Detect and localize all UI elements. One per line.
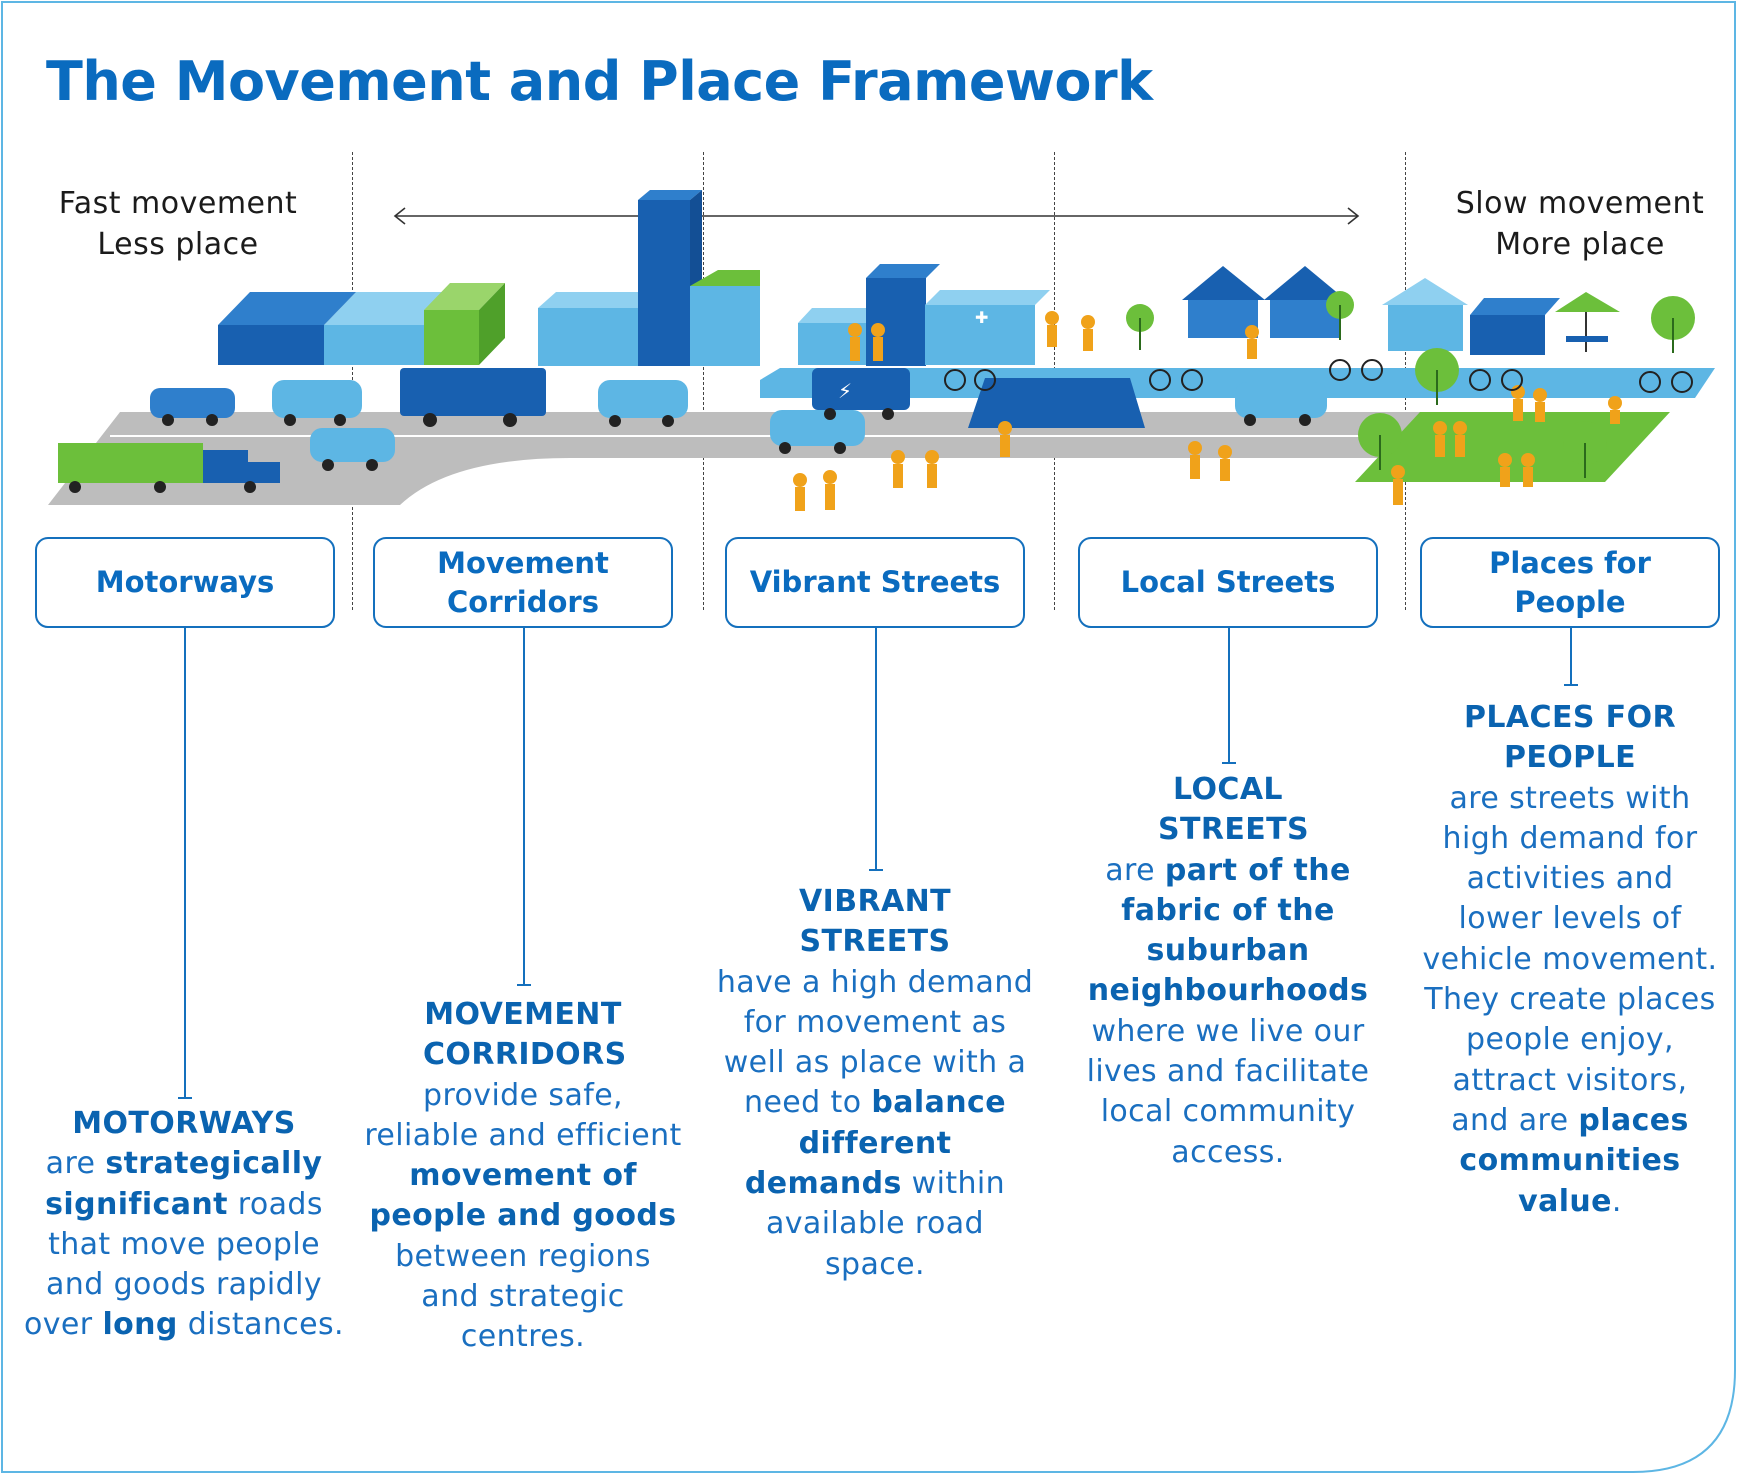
connector-vibrant-streets [875,628,877,870]
description-body: are strategically significant roads that… [24,1146,344,1342]
description-emphasis: movement of people and goods [369,1158,677,1234]
page-title: The Movement and Place Framework [46,50,1153,113]
connector-tick [869,869,883,871]
connector-tick [1222,762,1236,764]
description-emphasis: places communities value [1459,1102,1689,1219]
description-text: between regions and strategic centres. [395,1238,651,1355]
category-box-vibrant-streets: Vibrant Streets [725,537,1025,628]
description-text: are streets with high demand for activit… [1422,780,1718,1138]
category-box-local-streets: Local Streets [1078,537,1378,628]
description-vibrant-streets: VIBRANT STREETS have a high demand for m… [715,882,1035,1285]
fast-movement-label: Fast movement Less place [28,183,328,265]
description-text: provide safe, reliable and efficient [364,1077,682,1153]
category-label-line1: Movement [437,545,609,580]
svg-text:✚: ✚ [975,308,988,327]
description-emphasis: part of the fabric of the suburban neigh… [1087,852,1369,1009]
vibrant-buildings: ✚ [798,264,1050,366]
category-label-line2: Corridors [447,584,599,619]
description-text: within available road space. [765,1166,1006,1282]
description-heading: PLACES FOR PEOPLE [1464,700,1676,776]
description-text: are [1105,852,1165,888]
description-places-for-people: PLACES FOR PEOPLE are streets with high … [1420,698,1720,1222]
connector-tick [517,984,531,986]
people [793,311,1622,511]
fast-movement-line1: Fast movement [58,186,298,221]
svg-text:⚡: ⚡ [838,379,852,403]
description-emphasis: strategically significant [45,1146,323,1222]
street-scene-illustration: ✚ [48,190,1715,511]
category-box-movement-corridors: Movement Corridors [373,537,673,628]
category-box-motorways: Motorways [35,537,335,628]
category-label-line1: Local Streets [1120,565,1336,599]
connector-motorways [184,628,186,1098]
description-text: have a high demand for movement as well … [716,964,1034,1121]
description-movement-corridors: MOVEMENT CORRIDORS provide safe, reliabl… [363,995,683,1358]
description-emphasis: balance different demands [744,1085,1006,1202]
description-text: where we live our lives and facilitate l… [1086,1013,1370,1170]
description-heading: MOTORWAYS [72,1106,296,1141]
description-heading: MOVEMENT CORRIDORS [423,997,627,1073]
connector-movement-corridors [523,628,525,985]
slow-movement-line1: Slow movement [1455,186,1705,221]
connector-local-streets [1228,628,1230,763]
bicycles [944,359,1693,393]
trees [1126,291,1695,478]
office-tower [538,190,760,366]
description-text: are [45,1146,106,1182]
description-text: . [1611,1183,1622,1219]
description-body: are part of the fabric of the suburban n… [1087,853,1370,1170]
description-text: distances. [177,1307,344,1343]
description-local-streets: LOCAL STREETS are part of the fabric of … [1068,770,1388,1173]
description-heading: VIBRANT STREETS [799,884,951,960]
description-body: provide safe, reliable and efficient mov… [364,1078,681,1355]
description-body: are streets with high demand for activit… [1423,781,1718,1219]
fast-movement-line2: Less place [97,227,259,262]
description-text: roads that move people and goods rapidly… [24,1186,323,1343]
category-label-line2: People [1514,584,1626,619]
description-body: have a high demand for movement as well … [717,965,1033,1282]
slow-movement-label: Slow movement More place [1430,183,1730,265]
category-box-places-for-people: Places for People [1420,537,1720,628]
vehicles: ⚡ [58,368,1327,493]
divider-2 [703,152,704,610]
description-emphasis: long [102,1307,178,1343]
houses [1182,266,1560,355]
cafe-umbrella [1555,292,1620,352]
description-heading: LOCAL STREETS [1158,772,1310,848]
category-label-line1: Vibrant Streets [749,565,1001,599]
warehouse-buildings [218,283,505,365]
category-label-line1: Places for [1489,545,1651,580]
connector-tick [1564,684,1578,686]
connector-tick [178,1097,192,1099]
category-label-line1: Motorways [95,565,275,599]
spectrum-arrow [393,207,1360,225]
slow-movement-line2: More place [1495,227,1665,262]
connector-places-for-people [1570,628,1572,685]
description-motorways: MOTORWAYS are strategically significant … [24,1104,344,1346]
